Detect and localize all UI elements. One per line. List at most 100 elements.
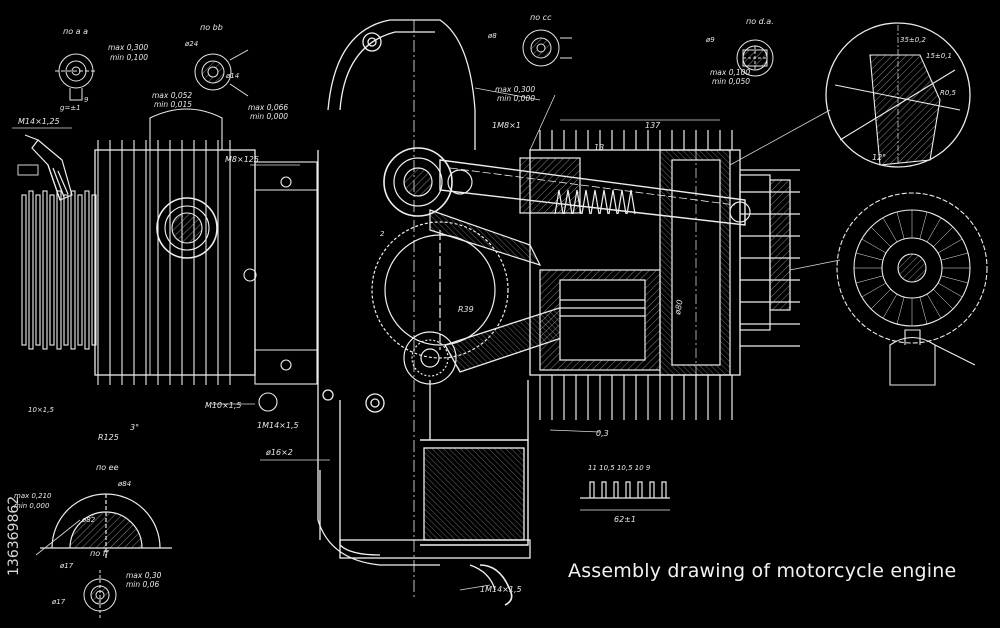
- fin-profile-mark: [601, 481, 607, 498]
- dim-12deg: 12°: [872, 153, 886, 162]
- crankcase: [317, 19, 531, 606]
- label-view-bb: по bb: [200, 23, 223, 32]
- detail-gear: [836, 192, 988, 386]
- dim-9b: 9: [84, 96, 89, 104]
- label-thread-m8: M8×125: [225, 155, 259, 164]
- cooling-fin: [42, 190, 48, 350]
- tolerance-min-a: min 0,100: [110, 53, 148, 62]
- drawing-labels: по а а по bb по cc по d.a. по ее по ff m…: [14, 13, 957, 606]
- dim-84: ø84: [117, 480, 131, 488]
- left-cylinder-fins: [21, 140, 231, 385]
- dim-35: 35±0,2: [900, 36, 926, 44]
- fin-profile-mark: [649, 481, 655, 498]
- tolerance-min-d: min 0,050: [712, 77, 750, 86]
- left-cylinder: [21, 108, 318, 412]
- stock-id-text: 136369862: [6, 496, 22, 576]
- spring-coil: [554, 189, 564, 215]
- gear-ray: [919, 211, 928, 240]
- gear-ray: [870, 226, 891, 247]
- fin-profile-mark: [625, 481, 631, 498]
- tolerance-min-b2: min 0,000: [250, 112, 288, 121]
- dim-10x15: 10×1,5: [28, 406, 54, 414]
- drawing-caption: Assembly drawing of motorcycle engine: [568, 560, 957, 582]
- dim-14: ø14: [225, 72, 239, 80]
- gear-ray: [882, 217, 898, 243]
- gear-ray: [861, 282, 887, 298]
- spring-coil: [608, 189, 618, 215]
- dim-62: 62±1: [614, 515, 636, 524]
- spring-coil: [581, 189, 591, 215]
- tolerance-min-f: min 0,06: [126, 580, 159, 589]
- detail-fin-profile: [580, 481, 670, 511]
- tolerance-max-f: max 0,30: [126, 571, 162, 580]
- dim-r125: R125: [98, 433, 119, 442]
- gear-ray: [896, 211, 905, 240]
- spring-coil: [626, 189, 636, 215]
- dim-17a: ø17: [59, 562, 74, 570]
- gear-ray: [855, 252, 884, 261]
- dim-80: ø80: [673, 299, 685, 316]
- valve-spring: [554, 189, 636, 215]
- spring-coil: [617, 189, 627, 215]
- cooling-fin: [28, 190, 34, 350]
- gear-ray: [896, 296, 905, 325]
- label-view-cc: по cc: [530, 13, 552, 22]
- fin-profile-mark: [613, 481, 619, 498]
- tolerance-min-c: min 0,000: [497, 94, 535, 103]
- detail-view-ff: [83, 570, 117, 620]
- gear-ray: [940, 252, 969, 261]
- dim-03: 0,3: [596, 429, 609, 438]
- tolerance-max-e: max 0,210: [14, 492, 52, 500]
- gear-ray: [933, 289, 954, 310]
- cooling-fin: [56, 190, 62, 350]
- detail-view-dd: [736, 39, 774, 77]
- cooling-fin: [35, 194, 41, 346]
- fin-profile-marks: [589, 481, 667, 498]
- fin-profile-mark: [661, 481, 667, 498]
- dim-137: 137: [645, 121, 661, 130]
- detail-view-cc: [522, 29, 572, 67]
- right-cylinder: [429, 130, 800, 420]
- dimension-lines: [12, 87, 841, 591]
- stock-id-watermark: 136369862: [6, 496, 22, 576]
- spring-coil: [572, 189, 582, 215]
- detail-view-bb: [194, 49, 249, 97]
- spring-coil: [563, 189, 573, 215]
- tolerance-max-d: max 0,100: [710, 68, 750, 77]
- gear-ray: [926, 293, 942, 319]
- gear-ray: [870, 289, 891, 310]
- dim-fin-pitch: 11 10,5 10,5 10 9: [588, 464, 651, 472]
- tolerance-max-b2: max 0,066: [248, 103, 288, 112]
- tolerance-max-b: max 0,052: [152, 91, 192, 100]
- crankshaft: [371, 147, 509, 385]
- cooling-fin: [49, 194, 55, 346]
- cooling-fin: [91, 194, 97, 346]
- fin-profile-mark: [637, 481, 643, 498]
- spring-coil: [599, 189, 609, 215]
- gear-ray: [926, 217, 942, 243]
- gear-ray: [861, 238, 887, 254]
- detail-view-aa: [55, 53, 97, 101]
- tolerance-max-c: max 0,300: [495, 85, 535, 94]
- dim-3deg: 3°: [130, 423, 139, 432]
- gear-ray: [882, 293, 898, 319]
- label-view-ee: по ее: [96, 463, 119, 472]
- dim-82: ø82: [81, 516, 96, 524]
- dim-g: g=±1: [60, 104, 81, 112]
- dim-r03: R0,5: [940, 89, 957, 97]
- cooling-fin: [84, 190, 90, 350]
- label-view-dd: по d.a.: [746, 17, 774, 26]
- gear-ray: [855, 275, 884, 284]
- cooling-fin: [63, 194, 69, 346]
- spark-plug: [17, 134, 73, 201]
- cooling-fin: [77, 194, 83, 346]
- label-view-ff: по ff: [90, 549, 110, 558]
- dim-15: 15±0,1: [926, 52, 952, 60]
- detail-valve-seat: [825, 22, 971, 168]
- label-thread-m8b: 1M8×1: [492, 121, 521, 130]
- cooling-fin: [21, 194, 27, 346]
- label-thread-m14: M14×1,25: [18, 117, 60, 126]
- gear-ray: [933, 226, 954, 247]
- label-thread-1m14: 1M14×1,5: [257, 421, 299, 430]
